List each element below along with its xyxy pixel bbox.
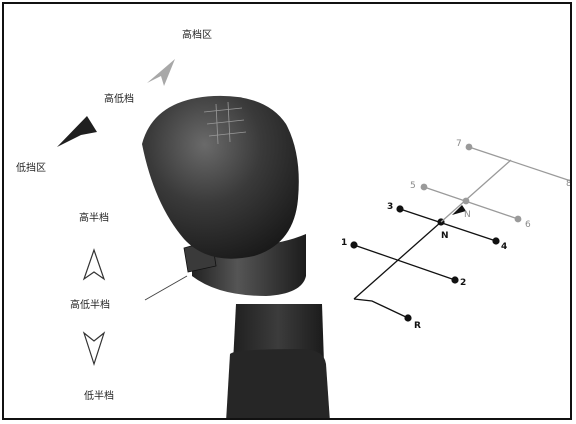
knob-pattern-engraving xyxy=(203,101,247,145)
gear-1-dot xyxy=(350,241,358,249)
low-half-label: 低半档 xyxy=(84,391,114,402)
gear-4-dot xyxy=(492,237,500,245)
gear-6-label: 6 xyxy=(525,220,531,230)
gear-3-dot xyxy=(396,205,404,213)
gear-8-dot xyxy=(571,179,572,186)
neutral-high-label: N xyxy=(464,210,471,220)
gear-7-label: 7 xyxy=(456,139,462,149)
high-range-pattern xyxy=(423,146,570,223)
shift-knob xyxy=(142,95,299,259)
gear-2-dot xyxy=(451,276,459,284)
gear-7-dot xyxy=(465,143,473,151)
gear-8-label: 8 xyxy=(566,179,572,189)
high-range-label: 高档区 xyxy=(182,30,212,41)
low-range-arrow-icon xyxy=(57,116,97,147)
high-range-arrow-icon xyxy=(147,59,175,86)
low-half-arrow-icon xyxy=(82,331,106,366)
gear-5-dot xyxy=(420,183,428,191)
switch-pointer-line xyxy=(144,275,188,301)
lever-boot xyxy=(226,349,330,418)
gear-6-dot xyxy=(514,215,522,223)
high-range-dots xyxy=(420,143,572,223)
reverse-dot xyxy=(404,314,412,322)
gear-5-label: 5 xyxy=(410,181,416,191)
low-range-pattern xyxy=(353,208,497,319)
half-switch-label: 高低半档 xyxy=(70,300,110,311)
gear-2-label: 2 xyxy=(460,278,467,288)
high-half-label: 高半档 xyxy=(79,213,109,224)
diagram-frame: 高档区 高低档 低挡区 高半档 高低半档 低半档 1 2 3 4 N R 5 6… xyxy=(2,2,572,420)
range-switch-label: 高低档 xyxy=(104,94,134,105)
high-half-arrow-icon xyxy=(82,248,106,281)
diagram-canvas xyxy=(57,59,572,418)
low-range-dots xyxy=(350,205,500,322)
range-change-arrow-icon xyxy=(452,205,466,215)
gear-4-label: 4 xyxy=(501,242,508,252)
neutral-high-dot xyxy=(462,197,470,205)
gear-3-label: 3 xyxy=(387,202,394,212)
reverse-label: R xyxy=(414,321,421,331)
low-range-label: 低挡区 xyxy=(16,163,46,174)
gear-1-label: 1 xyxy=(341,238,348,248)
neutral-low-label: N xyxy=(441,231,449,241)
